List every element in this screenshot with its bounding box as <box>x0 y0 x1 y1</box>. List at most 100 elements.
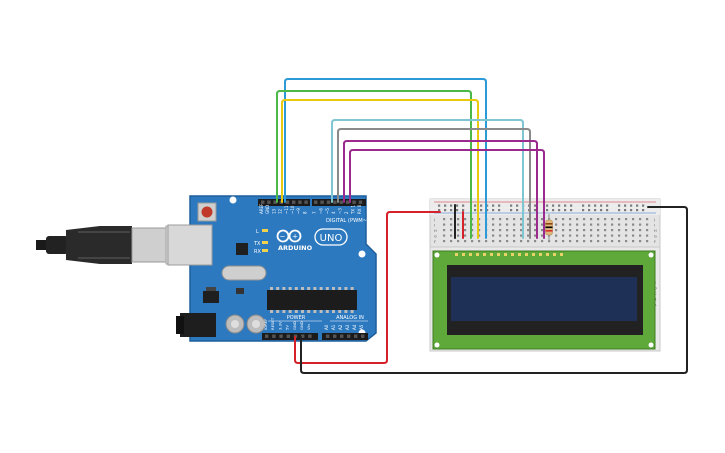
lcd-pin[interactable] <box>511 253 514 256</box>
digital-pin-label: AREF <box>259 203 264 214</box>
lcd-pin[interactable] <box>525 253 528 256</box>
header-pin[interactable] <box>354 334 358 338</box>
header-pin[interactable] <box>346 200 350 204</box>
row-label: H <box>654 229 657 233</box>
lcd-pin[interactable] <box>476 253 479 256</box>
header-pin[interactable] <box>340 334 344 338</box>
power-header-label: POWER <box>287 315 306 321</box>
lcd-pin[interactable] <box>504 253 507 256</box>
voltage-regulator <box>203 287 219 303</box>
analog-pin-label: A3 <box>345 324 350 330</box>
row-label: F <box>434 240 436 244</box>
row-label: H <box>434 229 437 233</box>
power-jack <box>176 313 216 337</box>
wire-green[interactable] <box>276 90 472 239</box>
header-pin[interactable] <box>301 334 305 338</box>
header-pin[interactable] <box>347 334 351 338</box>
lcd-pin[interactable] <box>532 253 535 256</box>
header-pin[interactable] <box>358 200 363 204</box>
wire-yellow[interactable] <box>281 99 479 239</box>
lcd-16x2[interactable] <box>432 250 656 350</box>
header-pin[interactable] <box>361 334 365 338</box>
row-label: G <box>654 235 657 239</box>
digital-pin-label: 8 <box>302 211 307 214</box>
wire-black-gnd[interactable] <box>300 206 688 374</box>
header-pin[interactable] <box>261 200 265 204</box>
resistor[interactable] <box>545 214 553 241</box>
mounting-hole <box>229 196 237 204</box>
lcd-pin[interactable] <box>455 253 458 256</box>
led-label-rx: RX <box>254 249 261 255</box>
analog-pin-label: A4 <box>352 324 357 330</box>
lcd-pin[interactable] <box>483 253 486 256</box>
mounting-hole <box>434 342 440 348</box>
reset-button[interactable] <box>197 202 217 222</box>
power-pin-label: GND <box>299 321 304 330</box>
header-pin[interactable] <box>292 200 296 204</box>
lcd-pin[interactable] <box>518 253 521 256</box>
analog-header[interactable]: ANALOG IN <box>322 315 368 340</box>
header-pin[interactable] <box>304 200 308 204</box>
header-pin[interactable] <box>352 200 356 204</box>
power-pin-label: 3.3V <box>277 321 282 330</box>
digital-pin-label: ~10 <box>290 205 295 214</box>
digital-pin-label: ~11 <box>284 205 289 214</box>
wire-purple-2[interactable] <box>349 149 545 239</box>
wire-blue[interactable] <box>284 78 487 239</box>
lcd-pin[interactable] <box>462 253 465 256</box>
wire-purple-1[interactable] <box>343 140 538 239</box>
usb-chip <box>236 243 248 255</box>
arduino-logo: − + ARDUINO <box>276 229 313 252</box>
lcd-pin[interactable] <box>546 253 549 256</box>
lcd-pin[interactable] <box>560 253 563 256</box>
digital-header-label: DIGITAL (PWM~) <box>326 218 369 224</box>
header-pin[interactable] <box>285 200 290 204</box>
lcd-pin[interactable] <box>553 253 556 256</box>
lcd-pin[interactable] <box>539 253 542 256</box>
header-pin[interactable] <box>279 334 283 338</box>
header-pin[interactable] <box>273 200 277 204</box>
header-pin[interactable] <box>339 200 343 204</box>
power-pin-label: 5V <box>285 325 290 330</box>
digital-pin-label: ~3 <box>338 208 343 214</box>
header-pin[interactable] <box>333 200 337 204</box>
capacitor <box>246 314 266 334</box>
header-pin[interactable] <box>298 200 302 204</box>
digital-pin-label: RX 0 <box>357 204 362 214</box>
digital-pin-label: GND <box>265 205 270 214</box>
header-pin[interactable] <box>320 200 324 204</box>
smd-part <box>236 288 244 294</box>
header-pin[interactable] <box>314 200 318 204</box>
header-pin[interactable] <box>272 334 276 338</box>
wire-gray[interactable] <box>337 128 531 239</box>
mounting-hole <box>358 250 366 258</box>
digital-pin-label: 12 <box>278 208 283 214</box>
header-pin[interactable] <box>265 334 269 338</box>
analog-pin-label: A1 <box>331 324 336 330</box>
power-pin-label: RESET <box>270 317 275 330</box>
analog-pin-label: A0 <box>324 324 329 330</box>
lcd-pin[interactable] <box>490 253 493 256</box>
digital-pin-label: ~6 <box>318 208 323 214</box>
lcd-pin[interactable] <box>469 253 472 256</box>
header-pin[interactable] <box>326 334 330 338</box>
crystal <box>221 265 267 281</box>
wire-teal[interactable] <box>331 119 524 239</box>
usb-jack <box>167 224 213 266</box>
header-pin[interactable] <box>286 334 290 338</box>
digital-pin-label: TX 1 <box>350 205 355 215</box>
power-pin-label: IOREF <box>263 319 268 330</box>
digital-pin-label: ~9 <box>296 208 301 214</box>
header-pin[interactable] <box>333 334 337 338</box>
lcd-pin[interactable] <box>497 253 500 256</box>
header-pin[interactable] <box>326 200 331 204</box>
wire-red-5v[interactable] <box>294 211 441 364</box>
header-pin[interactable] <box>267 200 271 204</box>
row-label: I <box>434 224 435 228</box>
header-pin[interactable] <box>308 334 312 338</box>
led-indicators: L TX RX <box>253 229 268 255</box>
digital-pin-label: 2 <box>344 211 349 214</box>
